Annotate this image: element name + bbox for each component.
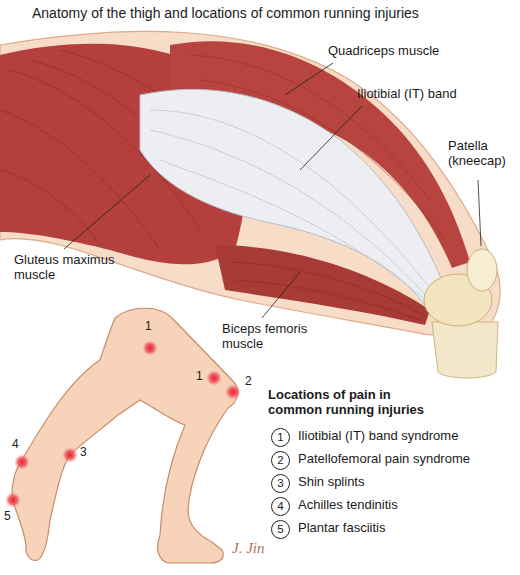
tibia-bone <box>432 322 498 378</box>
part-label: Patella (kneecap) <box>448 139 512 169</box>
callout-number: 1 <box>145 320 152 334</box>
circled-number-text: 3 <box>277 478 283 490</box>
pain-dots <box>5 340 241 508</box>
callout-number: 1 <box>196 370 203 384</box>
legend-text: Shin splints <box>298 475 364 490</box>
callout-number: 4 <box>12 438 19 452</box>
muscle-striations <box>230 262 425 320</box>
circled-number-text: 5 <box>277 524 283 536</box>
legend-text: Plantar fasciitis <box>298 521 385 536</box>
circled-number: 1 <box>271 428 290 447</box>
circled-number-text: 2 <box>277 455 283 467</box>
circled-number: 4 <box>271 497 290 516</box>
legend-text: Achilles tendinitis <box>298 498 398 513</box>
legend-text: Patellofemoral pain syndrome <box>298 452 470 467</box>
artist-signature: J. Jin <box>232 540 264 557</box>
part-label: Quadriceps muscle <box>328 44 439 59</box>
circled-number: 3 <box>271 474 290 493</box>
circled-number-text: 1 <box>277 432 283 444</box>
callout-number: 3 <box>80 446 87 460</box>
part-label: Biceps femoris muscle <box>222 322 314 352</box>
skin-outline <box>0 31 500 335</box>
legend-text: Iliotibial (IT) band syndrome <box>298 429 458 444</box>
leader-lines <box>64 63 481 318</box>
part-label: Gluteus maximus muscle <box>14 253 122 283</box>
circled-number: 5 <box>271 520 290 539</box>
circled-number: 2 <box>271 451 290 470</box>
biceps-femoris-muscle <box>215 245 430 325</box>
circled-number-text: 4 <box>277 501 283 513</box>
diagram-title: Anatomy of the thigh and locations of co… <box>32 5 419 21</box>
callout-number: 2 <box>245 375 252 389</box>
leg-figure <box>12 308 238 563</box>
legend-heading: Locations of pain in common running inju… <box>268 388 443 418</box>
part-label: Iliotibial (IT) band <box>357 87 457 102</box>
patella-bone <box>467 249 497 291</box>
callout-number: 5 <box>4 510 11 524</box>
